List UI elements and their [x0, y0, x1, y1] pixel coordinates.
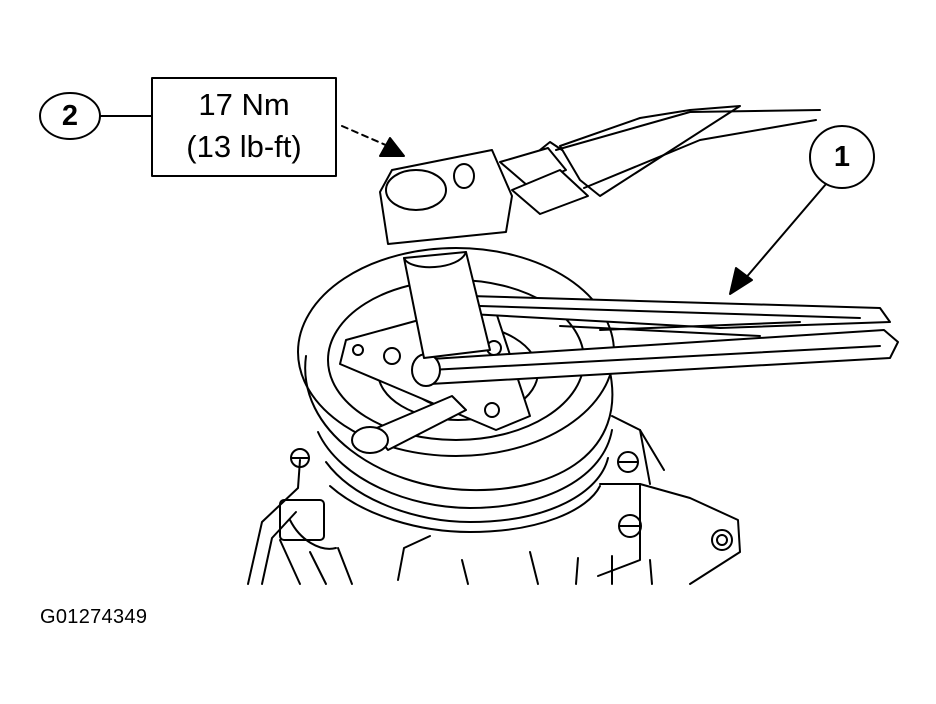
callout-1-leader [744, 184, 826, 280]
tool-pin-4 [485, 403, 499, 417]
callout-1-number: 1 [833, 141, 851, 173]
tool-pin-1 [353, 345, 363, 355]
compressor-body [248, 416, 740, 584]
callout-1-bubble [810, 126, 874, 188]
figure-id: G01274349 [40, 606, 148, 628]
torque-wrench [380, 106, 820, 358]
callout-2-graphic [40, 78, 404, 176]
wrench-drive-hole [386, 170, 446, 210]
torque-spec-box [152, 78, 336, 176]
socket-extension [404, 252, 490, 358]
torque-spec-lbft: (13 lb-ft) [186, 129, 302, 164]
callout-2-arrow-line [342, 126, 388, 146]
wrench-drive-pin [454, 164, 474, 188]
callout-2-arrowhead [380, 138, 404, 156]
torque-spec-nm: 17 Nm [198, 87, 290, 122]
callout-1-arrowhead [730, 268, 752, 294]
callout-2-number: 2 [61, 100, 79, 132]
mounting-ear-hole [712, 530, 732, 550]
clutch-pulley [298, 248, 614, 532]
tool-handle-end [412, 354, 440, 386]
tool-pin-2 [384, 348, 400, 364]
wrench-ratchet-link-2 [512, 170, 588, 214]
callout-1-graphic [730, 126, 874, 294]
compressor-boss [280, 500, 324, 540]
wrench-handle-base [560, 106, 740, 196]
tool-lower-knob [352, 427, 388, 453]
